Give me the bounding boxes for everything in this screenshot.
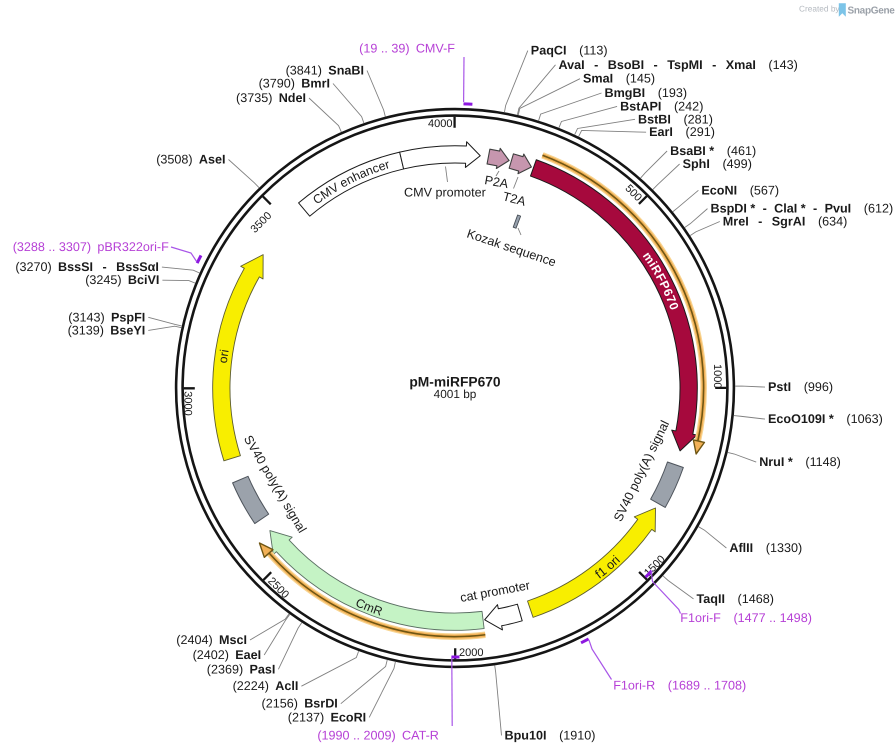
svg-text:(2137) EcoRI: (2137) EcoRI	[288, 710, 366, 724]
svg-text:EarI (291): EarI (291)	[649, 125, 715, 139]
svg-text:(19 .. 39) CMV-F: (19 .. 39) CMV-F	[359, 42, 455, 56]
svg-text:(3790) BmrI: (3790) BmrI	[259, 77, 330, 91]
svg-text:(3735) NdeI: (3735) NdeI	[236, 91, 306, 105]
svg-text:Bpu10I (1910): Bpu10I (1910)	[505, 728, 596, 742]
svg-text:ori: ori	[216, 348, 232, 364]
svg-text:(3270) BssSI - BssSαI: (3270) BssSI - BssSαI	[15, 260, 159, 274]
svg-text:T2A: T2A	[501, 189, 528, 209]
svg-text:4001 bp: 4001 bp	[434, 387, 477, 401]
svg-text:SnapGene: SnapGene	[848, 6, 896, 17]
svg-text:F1ori-R (1689 .. 1708): F1ori-R (1689 .. 1708)	[613, 678, 746, 692]
svg-text:(3841) SnaBI: (3841) SnaBI	[286, 64, 364, 78]
svg-text:Created by: Created by	[799, 4, 840, 14]
svg-text:(3139) BseYI: (3139) BseYI	[68, 323, 146, 337]
svg-text:PaqCI (113): PaqCI (113)	[531, 44, 608, 58]
svg-text:CMV promoter: CMV promoter	[404, 186, 486, 200]
svg-text:BstBI (281): BstBI (281)	[638, 112, 713, 126]
svg-text:NruI * (1148): NruI * (1148)	[759, 455, 841, 469]
svg-text:BstAPI (242): BstAPI (242)	[620, 99, 703, 113]
svg-text:EcoO109I * (1063): EcoO109I * (1063)	[768, 412, 883, 426]
svg-text:(3288 .. 3307) pBR322ori-F: (3288 .. 3307) pBR322ori-F	[13, 240, 169, 254]
svg-text:EcoNI (567): EcoNI (567)	[701, 183, 779, 197]
svg-text:(2224) AclI: (2224) AclI	[233, 679, 299, 693]
svg-text:(2369) PasI: (2369) PasI	[207, 662, 276, 676]
svg-text:AvaI - BsoBI - TspMI - X: AvaI - BsoBI - TspMI - XmaI (143)	[559, 58, 798, 72]
svg-text:PstI (996): PstI (996)	[768, 380, 833, 394]
svg-text:(2402) EaeI: (2402) EaeI	[193, 648, 262, 662]
svg-text:TaqII (1468): TaqII (1468)	[697, 592, 774, 606]
svg-text:(2404) MscI: (2404) MscI	[176, 633, 247, 647]
svg-text:(2156) BsrDI: (2156) BsrDI	[262, 697, 338, 711]
svg-text:SphI (499): SphI (499)	[683, 157, 752, 171]
svg-text:(3508) AseI: (3508) AseI	[156, 153, 225, 167]
svg-text:(3245) BciVI: (3245) BciVI	[85, 273, 159, 287]
svg-text:BspDI * - ClaI * - PvuI (: BspDI * - ClaI * - PvuI (612)	[711, 202, 894, 216]
svg-text:3000: 3000	[181, 391, 193, 415]
svg-text:AflII (1330): AflII (1330)	[729, 541, 802, 555]
svg-text:4000: 4000	[428, 118, 452, 130]
svg-text:BsaBI * (461): BsaBI * (461)	[670, 144, 756, 158]
svg-text:BmgBI (193): BmgBI (193)	[605, 86, 688, 100]
svg-text:(3143) PspFI: (3143) PspFI	[68, 310, 145, 324]
svg-text:1000: 1000	[711, 364, 723, 388]
svg-text:pM-miRFP670: pM-miRFP670	[409, 375, 501, 390]
svg-text:MreI - SgrAI (634): MreI - SgrAI (634)	[723, 215, 848, 229]
svg-text:2000: 2000	[459, 647, 483, 659]
svg-text:SmaI (145): SmaI (145)	[583, 72, 655, 86]
svg-text:(1990 .. 2009) CAT-R: (1990 .. 2009) CAT-R	[317, 728, 439, 742]
svg-text:P2A: P2A	[483, 173, 509, 191]
svg-text:F1ori-F (1477 .. 1498): F1ori-F (1477 .. 1498)	[680, 611, 812, 625]
